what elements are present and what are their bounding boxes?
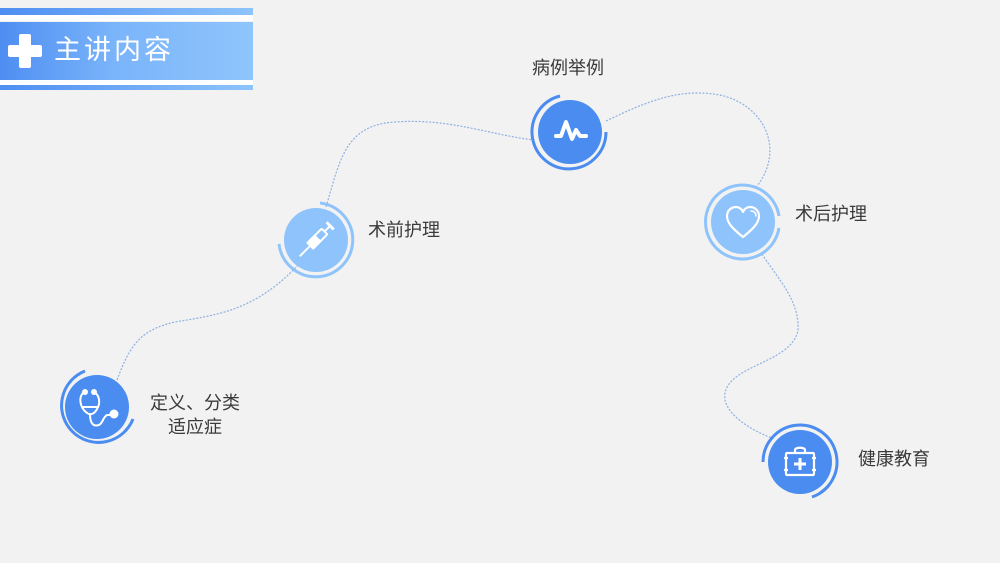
node-case-examples[interactable] [530, 92, 610, 172]
header-main-bar [0, 22, 253, 80]
label-line-2: 适应症 [168, 417, 222, 438]
label-line-1: 定义、分类 [150, 393, 240, 414]
header-bottom-stripe [0, 85, 253, 90]
node-label-health-education: 健康教育 [858, 449, 930, 470]
node-label-case-examples: 病例举例 [532, 58, 604, 79]
medical-plus-icon [8, 34, 42, 68]
node-health-education[interactable] [760, 422, 840, 502]
node-ring [703, 183, 781, 261]
node-definition[interactable] [57, 367, 137, 447]
page-title: 主讲内容 [54, 35, 174, 66]
node-preop-care[interactable] [276, 200, 356, 280]
header-top-stripe [0, 8, 253, 15]
medkit-icon [784, 446, 816, 477]
section-header: 主讲内容 [0, 8, 253, 91]
node-label-postop-care: 术后护理 [795, 204, 867, 225]
node-label-preop-care: 术前护理 [368, 220, 440, 241]
syringe-icon [299, 221, 335, 257]
header-bottom-gap [0, 80, 253, 85]
node-label-definition: 定义、分类 适应症 [150, 392, 240, 440]
header-top-gap [0, 15, 253, 21]
stethoscope-icon [79, 389, 119, 427]
pulse-icon [554, 120, 588, 141]
node-postop-care[interactable] [703, 182, 783, 262]
heart-icon [725, 205, 761, 239]
